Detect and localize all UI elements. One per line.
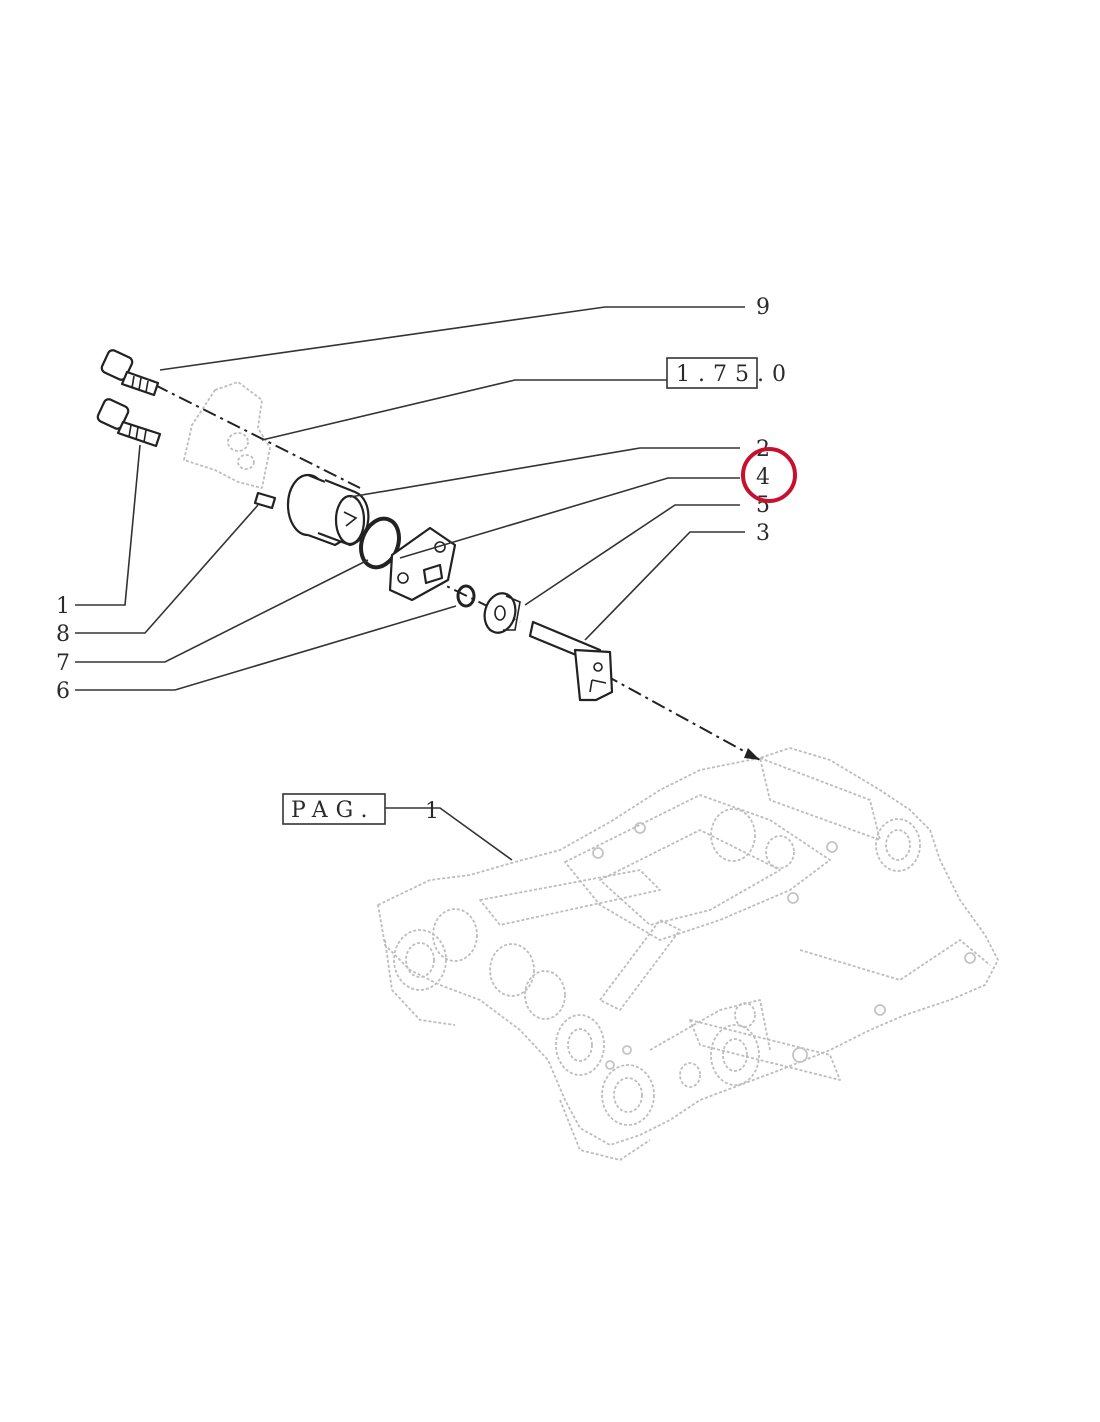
page-box [282,793,386,825]
washer-part-5 [483,592,521,634]
page-box-label: PAG. [291,798,375,823]
assembly-axis [154,384,361,489]
screw-top [100,349,160,397]
callout-1: 1 [56,594,70,619]
bracket-ghost [183,381,271,489]
callout-7: 7 [56,651,70,676]
axis-arrow-icon [744,748,760,760]
housing-ghost-outline [377,747,999,1161]
screw-bottom [96,398,162,448]
callout-9: 9 [756,295,770,320]
highlight-circle [741,447,797,503]
reference-box-label: 1.75.0 [676,362,794,387]
page-ref-number: 1 [425,799,439,824]
callout-6: 6 [56,679,70,704]
callout-8: 8 [56,622,70,647]
assembly-axis-to-housing [604,674,761,761]
pin-part-8 [253,491,277,510]
lever-part-3 [528,620,614,702]
ring-part-6 [456,584,476,608]
leader-lines [75,306,745,861]
callout-4: 4 [756,465,770,490]
o-ring-part-7 [359,516,401,570]
reference-box [666,357,758,389]
callout-3: 3 [756,521,770,546]
